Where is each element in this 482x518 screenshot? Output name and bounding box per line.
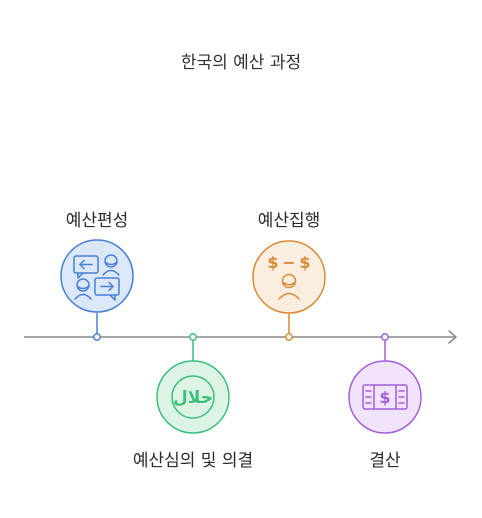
step-2-badge [156,360,230,434]
step-1-label: 예산편성 [65,211,129,231]
step-1-marker [93,333,101,341]
diagram-title: 한국의 예산 과정 [180,53,302,73]
step-3-badge [252,240,326,314]
person-money-icon: $ − $ [267,253,311,300]
money-left-symbol: $ [267,253,278,272]
step-4-label: 결산 [369,451,401,471]
step-4-marker [381,333,389,341]
step-budget-formulation [60,239,134,341]
halal-icon-text: حلال [173,388,213,408]
step-budget-execution: $ − $ [252,240,326,341]
cash-symbol: $ [379,388,390,407]
exchange-chat-icon [73,254,120,301]
timeline-arrowhead [448,330,457,344]
step-budget-deliberation: حلال [156,333,230,434]
step-1-badge [60,239,134,313]
step-3-marker [285,333,293,341]
money-dash-symbol: − [282,253,295,272]
halal-icon: حلال [171,375,215,419]
step-2-marker [189,333,197,341]
cash-icon: $ [362,384,408,410]
step-2-label: 예산심의 및 의결 [132,451,254,471]
step-settlement: $ [348,333,422,434]
step-4-badge [348,360,422,434]
step-3-label: 예산집행 [257,211,321,231]
money-right-symbol: $ [299,253,310,272]
